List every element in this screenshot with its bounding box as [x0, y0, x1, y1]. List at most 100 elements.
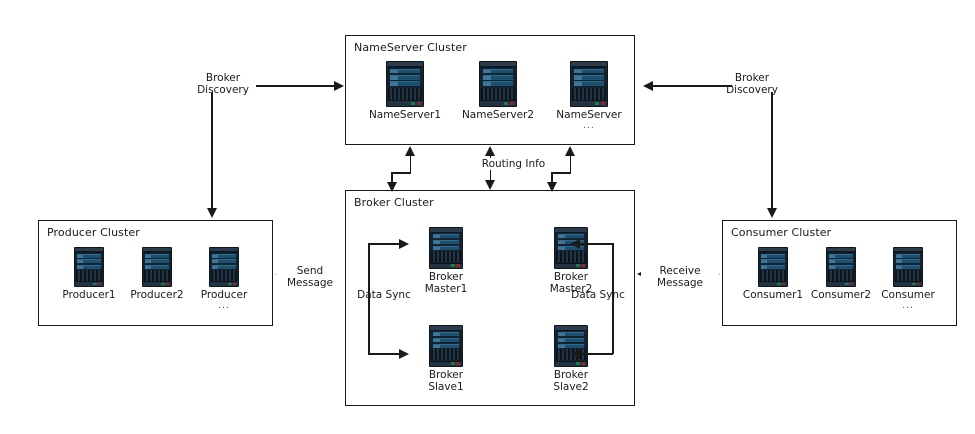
- cluster-nameserver[interactable]: NameServer Cluster NameServer1 NameServe…: [345, 35, 635, 145]
- node-label: Consumer1: [742, 289, 804, 301]
- server-rack-icon: [554, 325, 588, 367]
- node-consumer-n[interactable]: Consumer ...: [873, 247, 943, 311]
- node-label-ellipsis: ...: [902, 300, 914, 311]
- edge-label-broker-discovery-left: Broker Discovery: [173, 72, 273, 96]
- cluster-consumer[interactable]: Consumer Cluster Consumer1 Consumer2: [722, 220, 957, 326]
- server-rack-icon: [479, 61, 517, 107]
- arrow-head-broker-discovery-left-producer: [206, 208, 217, 218]
- server-rack-icon: [386, 61, 424, 107]
- node-nameserver1[interactable]: NameServer1: [366, 61, 444, 122]
- node-nameserver2[interactable]: NameServer2: [459, 61, 537, 122]
- edge-broker-discovery-right-to-nameserver: [652, 85, 732, 87]
- edge-routing-right-up-stem: [569, 155, 572, 173]
- arrow-head-broker-discovery-right-nameserver: [643, 80, 653, 91]
- node-label-line1: Broker: [553, 369, 589, 381]
- node-consumer1[interactable]: Consumer1: [738, 247, 808, 302]
- edge-label-line1: Broker: [205, 72, 241, 84]
- node-label: Consumer ...: [873, 289, 943, 311]
- edge-label-line1: Broker: [734, 72, 770, 84]
- node-label-ellipsis: ...: [218, 300, 230, 311]
- edge-label-data-sync-left: Data Sync: [357, 289, 411, 301]
- node-label-text: Consumer: [881, 289, 935, 301]
- node-broker-master1[interactable]: Broker Master1: [408, 227, 484, 295]
- edge-label-line1: Receive: [659, 265, 701, 277]
- edge-routing-right-jog: [551, 172, 571, 174]
- edge-label-line2: Message: [286, 277, 334, 289]
- server-rack-icon: [893, 247, 923, 287]
- edge-routing-left-down-stem: [391, 172, 393, 184]
- edge-label-line2: Discovery: [726, 84, 778, 96]
- edge-routing-left-up-stem: [409, 155, 412, 173]
- server-rack-icon: [826, 247, 856, 287]
- cluster-title-nameserver: NameServer Cluster: [354, 41, 467, 54]
- node-consumer2[interactable]: Consumer2: [806, 247, 876, 302]
- data-sync-left-branch-master: [368, 243, 401, 245]
- node-label: Broker Master2: [533, 271, 609, 295]
- node-producer-n[interactable]: Producer ...: [189, 247, 259, 311]
- arrow-head-data-sync-right-master: [570, 238, 580, 249]
- arrow-head-routing-middle-up: [485, 146, 495, 156]
- cluster-broker[interactable]: Broker Cluster Broker Master1 Broker: [345, 190, 635, 406]
- edge-label-line2: Message: [656, 277, 704, 289]
- data-sync-left-branch-slave: [368, 353, 401, 355]
- edge-broker-discovery-left-to-nameserver: [256, 85, 336, 87]
- node-label: NameServer1: [368, 109, 442, 121]
- node-label-line2: Slave1: [428, 380, 464, 393]
- arrow-head-data-sync-right-slave: [570, 348, 580, 359]
- edge-label-broker-discovery-right: Broker Discovery: [702, 72, 802, 96]
- node-label: NameServer ...: [550, 109, 628, 131]
- node-broker-master2[interactable]: Broker Master2: [533, 227, 609, 295]
- node-label: Producer2: [130, 289, 184, 301]
- node-label-text: Producer: [200, 289, 248, 301]
- arrow-head-routing-middle-down: [485, 180, 495, 190]
- node-label: Consumer2: [810, 289, 872, 301]
- arrow-head-broker-discovery-right-consumer: [766, 208, 777, 218]
- data-sync-right-spine: [612, 243, 614, 354]
- edge-routing-left-jog: [391, 172, 411, 174]
- cluster-producer[interactable]: Producer Cluster Producer1 Producer2: [38, 220, 273, 326]
- data-sync-right-branch-master: [580, 243, 613, 245]
- edge-broker-discovery-right-to-consumer: [771, 92, 773, 210]
- arrow-head-routing-left-down: [386, 182, 397, 192]
- node-label: Producer ...: [189, 289, 259, 311]
- edge-label-send-message: Send Message: [276, 265, 344, 289]
- node-producer1[interactable]: Producer1: [54, 247, 124, 302]
- arrow-head-routing-right-down: [546, 182, 557, 192]
- arrow-head-routing-left-up: [405, 146, 415, 156]
- data-sync-right-branch-slave: [580, 353, 613, 355]
- node-label-line2: Master2: [549, 282, 593, 295]
- data-sync-left-spine: [368, 243, 370, 354]
- server-rack-icon: [209, 247, 239, 287]
- cluster-title-producer: Producer Cluster: [47, 226, 140, 239]
- arrow-head-data-sync-left-master: [399, 238, 409, 249]
- edge-routing-right-down-stem: [551, 172, 553, 184]
- edge-label-data-sync-right: Data Sync: [571, 289, 625, 301]
- server-rack-icon: [758, 247, 788, 287]
- arrow-head-data-sync-left-slave: [399, 348, 409, 359]
- node-label-line2: Master1: [424, 282, 468, 295]
- node-broker-slave1[interactable]: Broker Slave1: [408, 325, 484, 393]
- node-label-line2: Slave2: [553, 380, 589, 393]
- node-label-line1: Broker: [553, 271, 589, 283]
- edge-broker-discovery-left-to-producer: [211, 92, 213, 210]
- arrow-head-broker-discovery-left-nameserver: [334, 80, 344, 91]
- node-label-line1: Broker: [428, 369, 464, 381]
- server-rack-icon: [142, 247, 172, 287]
- node-label-line1: Broker: [428, 271, 464, 283]
- edge-label-line2: Discovery: [197, 84, 249, 96]
- node-broker-slave2[interactable]: Broker Slave2: [533, 325, 609, 393]
- edge-label-receive-message: Receive Message: [641, 265, 719, 289]
- edge-label-line1: Send: [296, 265, 324, 277]
- node-label-ellipsis: ...: [583, 120, 595, 131]
- server-rack-icon: [429, 227, 463, 269]
- server-rack-icon: [570, 61, 608, 107]
- node-producer2[interactable]: Producer2: [122, 247, 192, 302]
- node-nameserver-n[interactable]: NameServer ...: [550, 61, 628, 131]
- node-label: Producer1: [62, 289, 116, 301]
- node-label: NameServer2: [461, 109, 535, 121]
- server-rack-icon: [429, 325, 463, 367]
- arrow-head-routing-right-up: [565, 146, 575, 156]
- cluster-title-broker: Broker Cluster: [354, 196, 434, 209]
- node-label-text: NameServer: [556, 109, 622, 121]
